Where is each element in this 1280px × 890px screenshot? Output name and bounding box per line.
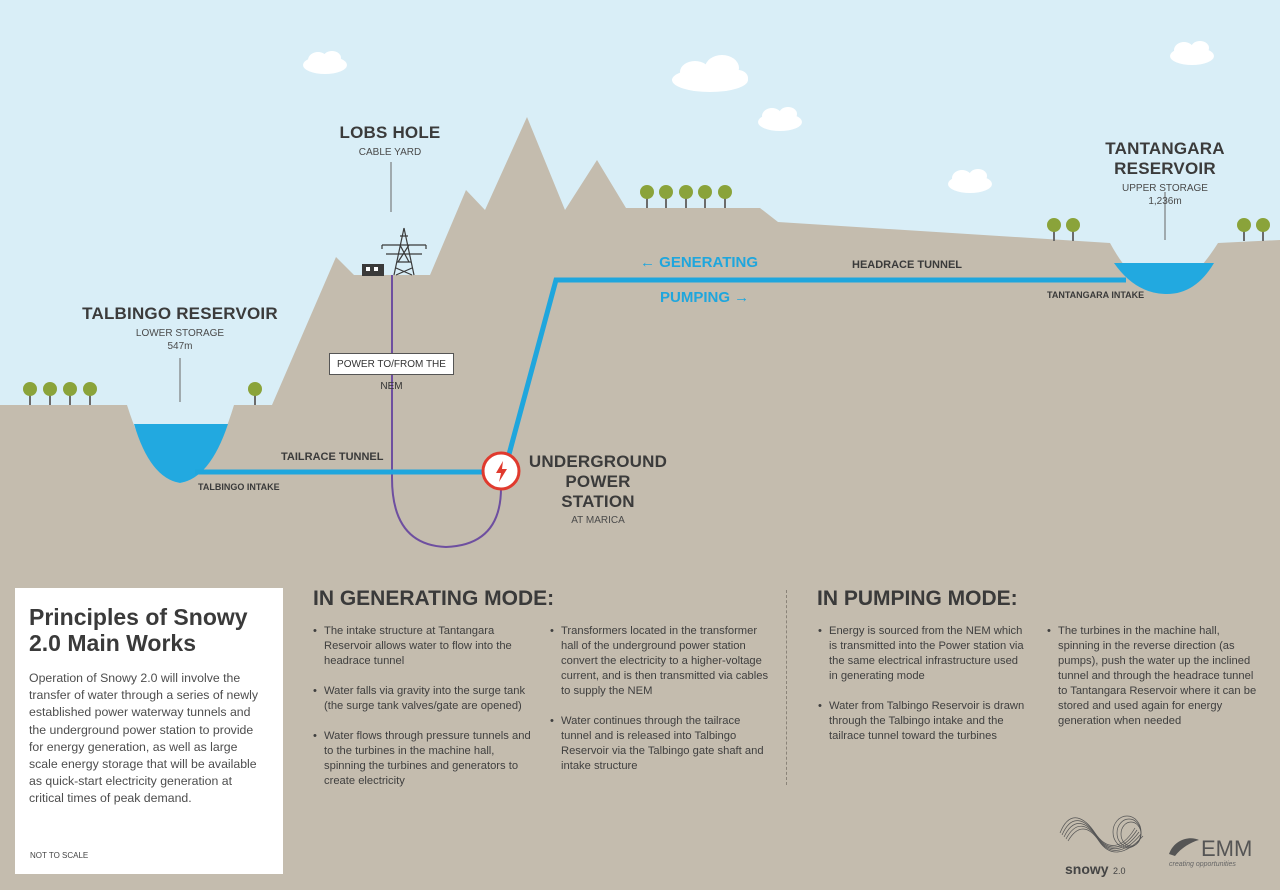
tree (679, 185, 693, 208)
clouds (303, 41, 1214, 193)
lobs-hole-label: LOBS HOLE CABLE YARD (330, 123, 450, 158)
list-item: Energy is sourced from the NEM which is … (818, 624, 1027, 684)
tree (1256, 218, 1270, 241)
talbingo-water (134, 424, 228, 483)
pumping-list-left: Energy is sourced from the NEM which is … (817, 624, 1027, 759)
generating-mode-heading: IN GENERATING MODE: (313, 587, 555, 610)
cloud (1170, 41, 1214, 65)
trees (23, 185, 1270, 405)
tree (659, 185, 673, 208)
tantangara-label: TANTANGARA RESERVOIR UPPER STORAGE 1,236… (1060, 139, 1270, 207)
talbingo-label: TALBINGO RESERVOIR LOWER STORAGE 547m (80, 304, 280, 352)
power-cable (391, 275, 502, 549)
principles-card: Principles of Snowy 2.0 Main Works Opera… (15, 588, 283, 874)
tree (1066, 218, 1080, 241)
power-to-from-nem-box: POWER TO/FROM THE NEM (329, 353, 454, 392)
talbingo-elevation: 547m (167, 341, 193, 352)
snowy-logo: snowy 2.0 (1059, 815, 1144, 877)
list-item: Water flows through pressure tunnels and… (313, 729, 536, 789)
snowy-logo-version: 2.0 (1113, 866, 1126, 876)
tree (718, 185, 732, 208)
mode-divider (786, 590, 787, 785)
list-item: Water continues through the tailrace tun… (550, 714, 769, 774)
tree (63, 382, 77, 405)
lobs-hole-title: LOBS HOLE (339, 123, 441, 142)
tree (698, 185, 712, 208)
tailrace-tunnel-label: TAILRACE TUNNEL (281, 451, 384, 463)
talbingo-intake-label: TALBINGO INTAKE (198, 482, 280, 492)
power-station-title-line2: POWER STATION (561, 472, 635, 511)
power-station-label: UNDERGROUND POWER STATION AT MARICA (528, 452, 668, 526)
tree (1237, 218, 1251, 241)
tree (43, 382, 57, 405)
emm-tagline: creating opportunities (1169, 861, 1236, 868)
talbingo-subtitle: LOWER STORAGE (135, 328, 225, 339)
lobs-hole-subtitle: CABLE YARD (358, 147, 422, 158)
cloud (948, 169, 992, 193)
tantangara-subtitle: UPPER STORAGE (1122, 183, 1208, 194)
tantangara-elevation: 1,236m (1148, 196, 1182, 207)
tree (23, 382, 37, 405)
snowy-logo-text: snowy (1065, 861, 1109, 877)
headrace-tunnel-label: HEADRACE TUNNEL (852, 259, 962, 271)
power-station-icon (481, 451, 521, 491)
tantangara-title: TANTANGARA RESERVOIR (1105, 139, 1225, 178)
list-item: Water falls via gravity into the surge t… (313, 684, 536, 714)
emm-logo: EMM creating opportunities (1169, 836, 1252, 868)
tree (1047, 218, 1061, 241)
list-item: Water from Talbingo Reservoir is drawn t… (818, 699, 1027, 744)
talbingo-title: TALBINGO RESERVOIR (82, 304, 278, 323)
power-station-title-line1: UNDERGROUND (528, 452, 668, 471)
tree (640, 185, 654, 208)
emm-logo-text: EMM (1201, 836, 1252, 861)
not-to-scale-note: NOT TO SCALE (30, 851, 89, 860)
cloud (672, 55, 748, 92)
headrace-tunnel (505, 277, 1126, 459)
pumping-mode-heading: IN PUMPING MODE: (817, 587, 1018, 610)
cloud (303, 51, 347, 74)
generating-list-left: The intake structure at Tantangara Reser… (312, 624, 536, 804)
list-item: Transformers located in the transformer … (550, 624, 769, 699)
tree (248, 382, 262, 405)
power-station-subtitle: AT MARICA (571, 515, 625, 526)
card-body: Operation of Snowy 2.0 will involve the … (29, 671, 258, 806)
list-item: The turbines in the machine hall, spinni… (1047, 624, 1264, 729)
snowy-logo-swirl-icon (1059, 815, 1144, 853)
tantangara-intake-label: TANTANGARA INTAKE (1047, 290, 1145, 300)
list-item: The intake structure at Tantangara Reser… (313, 624, 536, 669)
transmission-tower-icon (381, 227, 427, 276)
terrain (0, 117, 1280, 890)
pumping-list-right: The turbines in the machine hall, spinni… (1046, 624, 1264, 744)
generating-flow-label: ← GENERATING (640, 254, 759, 271)
cloud (758, 107, 802, 131)
emm-leaf-icon (1169, 838, 1199, 856)
tantangara-water (1114, 263, 1214, 295)
card-title: Principles of Snowy 2.0 Main Works (29, 604, 248, 656)
cable-yard-building-icon (362, 264, 384, 276)
pumping-flow-label: PUMPING → (660, 289, 750, 306)
tree (83, 382, 97, 405)
generating-list-right: Transformers located in the transformer … (549, 624, 769, 789)
